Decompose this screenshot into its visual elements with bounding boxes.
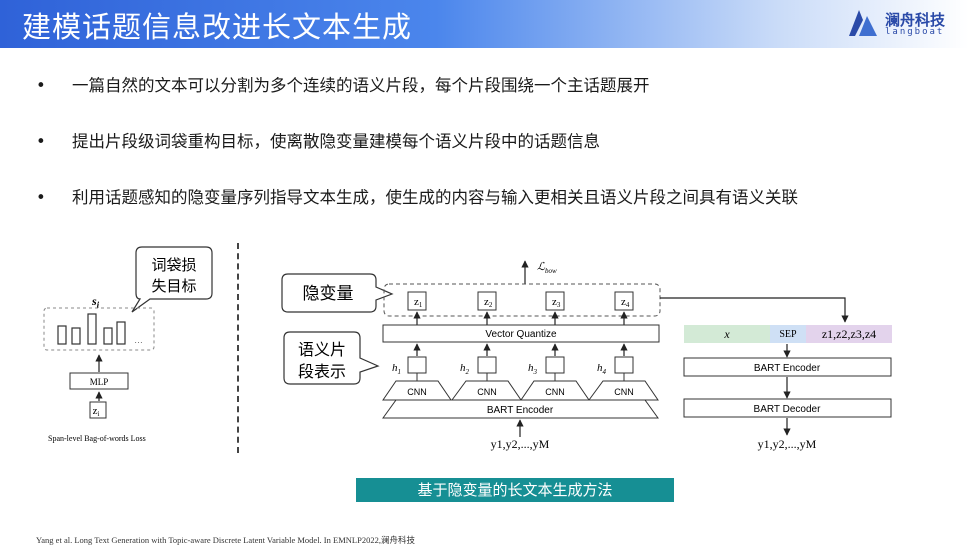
bart-encoder-main (382, 399, 659, 419)
bullet-text: 提出片段级词袋重构目标，使离散隐变量建模每个语义片段中的话题信息 (72, 132, 600, 151)
bart-decoder-right-label: BART Decoder (754, 404, 822, 415)
brand-logo: 澜舟科技 langboat (845, 6, 955, 42)
callout-bubble (131, 246, 213, 313)
figure-divider (237, 243, 239, 453)
callout-semantic (283, 331, 380, 385)
h-node (614, 356, 634, 374)
brand-subname: langboat (885, 27, 945, 37)
bow-bar (57, 325, 67, 345)
bow-bar (87, 313, 97, 345)
z-node (545, 291, 565, 311)
sep-segment (770, 325, 806, 343)
h-node (477, 356, 497, 374)
cnn-label: CNN (545, 387, 565, 397)
callout-semantic-line1: 语义片 (298, 341, 346, 359)
latent-group (383, 283, 661, 317)
z-node (407, 291, 427, 311)
callout-line1: 词袋损 (151, 257, 196, 274)
bow-bar (116, 321, 126, 345)
x-segment (684, 325, 770, 343)
h-label: h2 (460, 362, 470, 376)
main-figure: ℒbow 隐变量 z1 z2 z3 z4 Vector Quantize (281, 260, 849, 451)
cnn-label: CNN (407, 387, 427, 397)
bart-decoder-right (683, 398, 892, 418)
left-caption: Span-level Bag-of-words Loss (48, 434, 146, 443)
input-sequence: y1,y2,...,yM (491, 437, 550, 451)
h-label: h1 (392, 362, 401, 376)
bow-bar (103, 327, 113, 345)
bow-bars (57, 313, 126, 345)
z-node-label: z3 (552, 296, 561, 309)
z-node-left (89, 401, 107, 419)
sep-label: SEP (779, 329, 797, 340)
figure-caption: 基于隐变量的长文本生成方法 (356, 478, 674, 502)
bart-encoder-label: BART Encoder (487, 405, 554, 416)
bullet-marker: • (36, 188, 46, 207)
cnn-label: CNN (614, 387, 634, 397)
callout-semantic-line2: 段表示 (298, 363, 346, 381)
h-label: h3 (528, 362, 538, 376)
z-node-label: z2 (484, 296, 493, 309)
z-node-label: zi (93, 405, 100, 418)
s-label: si (91, 294, 100, 310)
callout-latent-label: 隐变量 (303, 284, 354, 303)
callout-line2: 失目标 (151, 278, 196, 295)
cnn-label: CNN (477, 387, 497, 397)
footnote-citation: Yang et al. Long Text Generation with To… (36, 535, 415, 545)
brand-name: 澜舟科技 (885, 11, 946, 29)
left-figure: 词袋损 失目标 si … MLP zi Span-level Bag-of-wo… (43, 246, 213, 443)
vector-quantize-box (382, 324, 660, 343)
bow-ellipsis: … (134, 335, 143, 345)
bart-encoder-right (683, 357, 892, 377)
z-seq-label: z1,z2,z3,z4 (822, 327, 876, 341)
bullet-text: 利用话题感知的隐变量序列指导文本生成，使生成的内容与输入更相关且语义片段之间具有… (72, 188, 798, 207)
page-title: 建模话题信息改进长文本生成 (22, 10, 413, 44)
loss-label: ℒbow (537, 261, 557, 275)
z-node (614, 291, 634, 311)
z-seq-segment (806, 325, 892, 343)
bullet-text: 一篇自然的文本可以分割为多个连续的语义片段，每个片段围绕一个主话题展开 (72, 76, 650, 95)
bullet-marker: • (36, 132, 46, 151)
bow-box (43, 307, 155, 351)
mlp-box (69, 372, 129, 390)
brand-logo-icon (849, 10, 877, 36)
output-sequence: y1,y2,...,yM (758, 437, 817, 451)
z-node-label: z1 (414, 296, 423, 309)
header-bar: 建模话题信息改进长文本生成 澜舟科技 langboat (0, 0, 969, 48)
right-figure: x SEP z1,z2,z3,z4 BART Encoder BART Deco… (683, 325, 892, 451)
z-node-label: z4 (621, 296, 630, 309)
z-node (477, 291, 497, 311)
x-label: x (723, 327, 730, 341)
h-node (407, 356, 427, 374)
vector-quantize-label: Vector Quantize (485, 329, 557, 340)
cnn-blocks: h1 CNN h2 CNN h3 CNN h4 CNN (382, 343, 659, 401)
bart-encoder-right-label: BART Encoder (754, 363, 821, 374)
mlp-label: MLP (90, 377, 109, 387)
bullet-marker: • (36, 76, 46, 95)
bow-bar (71, 327, 81, 345)
z-nodes: z1 z2 z3 z4 (407, 291, 634, 311)
h-label: h4 (597, 362, 607, 376)
h-node (545, 356, 565, 374)
